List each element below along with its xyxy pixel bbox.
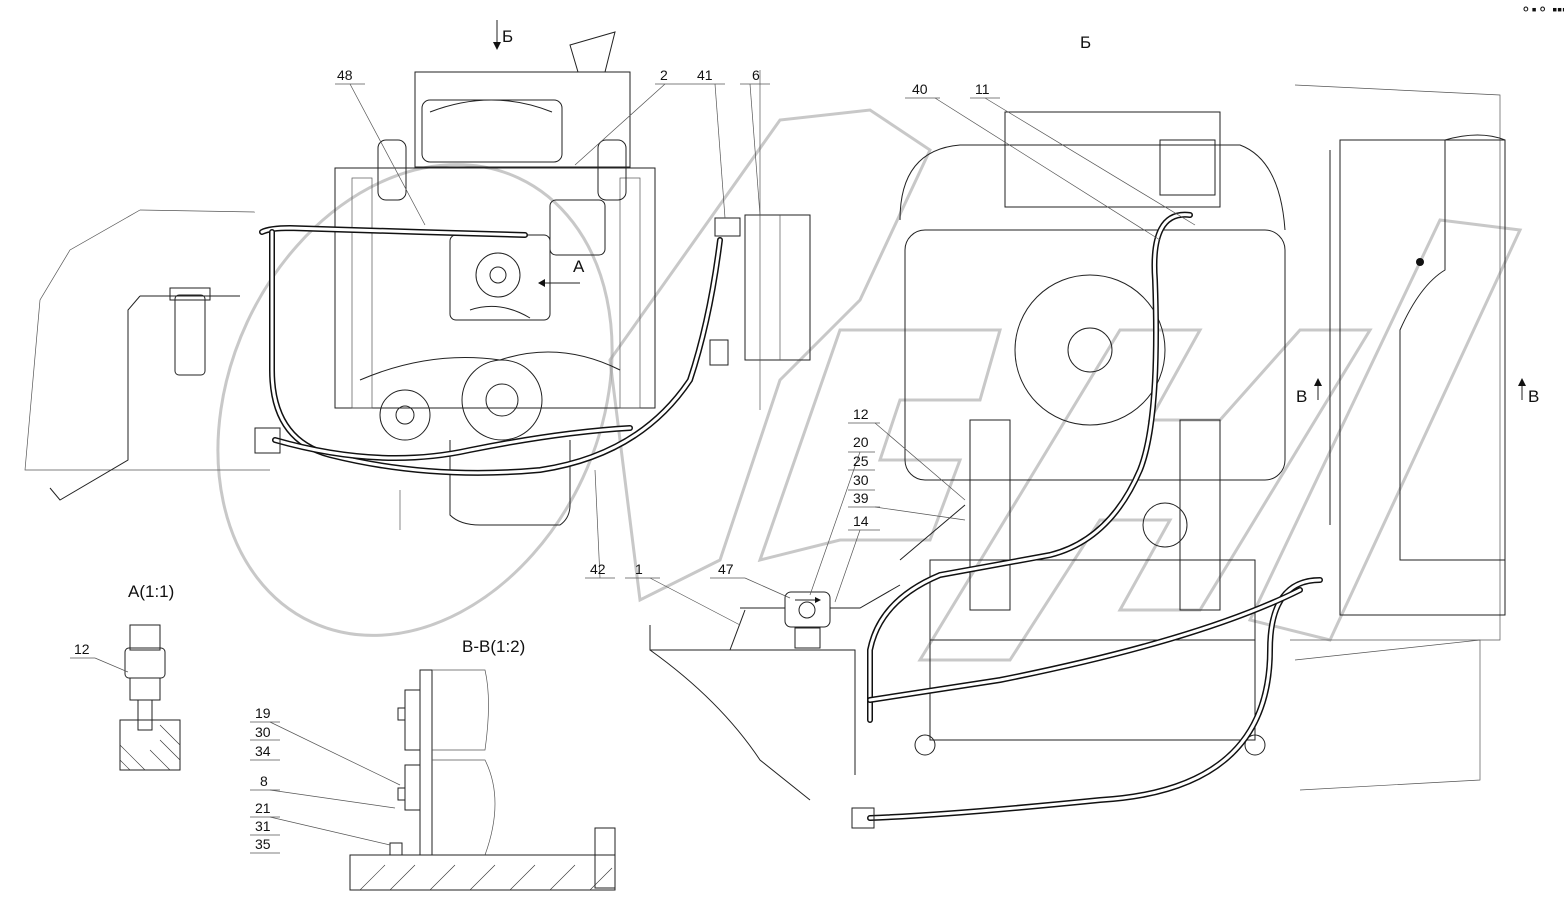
callout-35: 35	[255, 836, 271, 852]
callout-12-main: 12	[853, 406, 869, 422]
callout-11: 11	[975, 81, 990, 97]
fuel-pump	[729, 584, 901, 651]
callout-42: 42	[590, 561, 606, 577]
label-section-b-left: В	[1296, 387, 1307, 406]
labels: Б Б А А(1:1) В-В(1:2) В В 48 2 41 6 40 1…	[74, 27, 1539, 852]
callout-19: 19	[255, 705, 271, 721]
callout-30a: 30	[853, 472, 869, 488]
callout-47: 47	[718, 561, 734, 577]
bracket-plate	[649, 625, 856, 801]
engine-rear-view	[899, 84, 1501, 791]
label-section-b-right: В	[1528, 387, 1539, 406]
label-detail-a: А(1:1)	[128, 582, 174, 601]
callout-14: 14	[853, 513, 869, 529]
callout-41: 41	[697, 67, 713, 83]
corner-mark: ⚬▪⚬ ▪▪▪	[1520, 1, 1564, 17]
callout-20: 20	[853, 434, 869, 450]
callout-48: 48	[337, 67, 353, 83]
callout-25: 25	[853, 453, 869, 469]
label-view-a-arrow: А	[573, 257, 585, 276]
callout-31: 31	[255, 818, 271, 834]
label-view-b-arrow: Б	[502, 27, 513, 46]
callout-39: 39	[853, 490, 869, 506]
callout-34: 34	[255, 743, 271, 759]
callout-2: 2	[660, 67, 668, 83]
callout-40: 40	[912, 81, 928, 97]
section-bb	[349, 669, 616, 891]
callout-1: 1	[635, 561, 643, 577]
callout-8: 8	[260, 773, 268, 789]
leader-lines	[70, 20, 1526, 854]
callout-6: 6	[752, 67, 760, 83]
label-section-bb: В-В(1:2)	[462, 637, 525, 656]
callout-12-detail: 12	[74, 641, 90, 657]
hoses-right-view	[851, 211, 1323, 829]
hoses-left-view	[254, 217, 741, 476]
detail-a	[119, 624, 181, 771]
engine-front-view	[24, 31, 811, 530]
watermark	[216, 108, 1523, 662]
callout-30b: 30	[255, 724, 271, 740]
radiator-right	[1329, 134, 1506, 616]
callout-21: 21	[255, 800, 271, 816]
fuel-filter	[49, 287, 240, 501]
label-view-b-title: Б	[1080, 33, 1091, 52]
